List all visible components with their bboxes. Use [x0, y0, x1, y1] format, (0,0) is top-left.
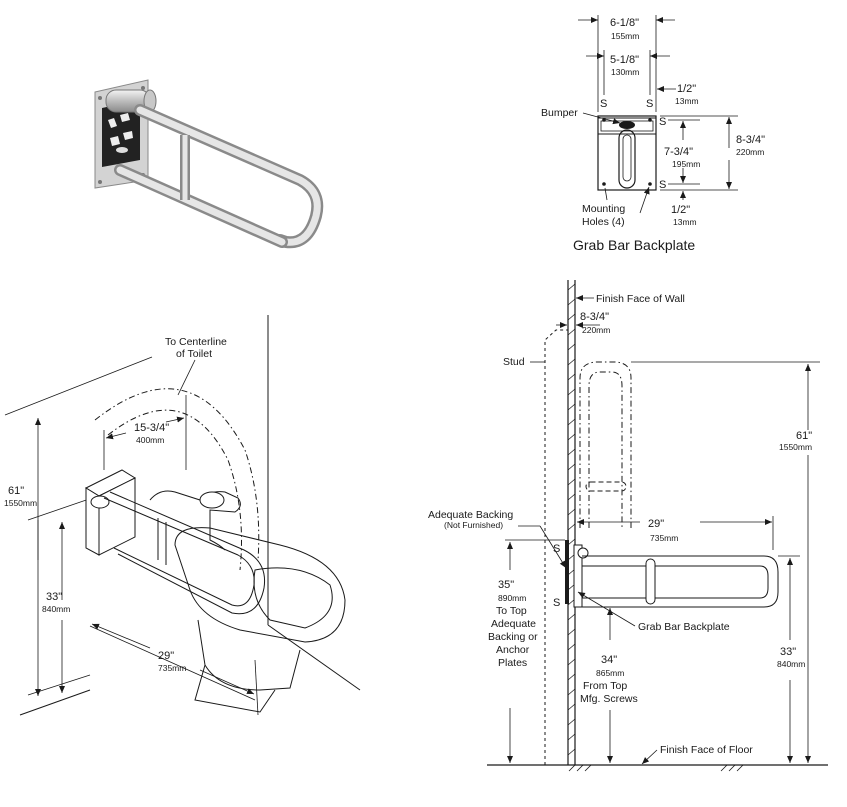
dim-edge-top-mm: 13mm	[675, 96, 699, 106]
dim-length-29-mm: 735mm	[650, 533, 678, 543]
perspective-view: 61" 1550mm 33" 840mm To Centerline of To…	[4, 315, 361, 716]
wall-hatch	[567, 283, 576, 756]
side-elevation: Stud Finish Face of Wall Finish Face of …	[428, 280, 828, 772]
backing-note-4: Anchor	[496, 644, 530, 656]
backing-label: Adequate Backing	[428, 509, 513, 521]
bar-slot-outline	[618, 129, 636, 189]
mounting-holes-label-1: Mounting	[582, 203, 625, 215]
dim-up-height: 61"	[796, 430, 812, 442]
dim-plate-height: 8-3/4"	[736, 134, 765, 146]
backing-sublabel: (Not Furnished)	[444, 520, 503, 530]
dim-holes-width-mm: 130mm	[611, 67, 639, 77]
dim-offset-mm: 400mm	[136, 435, 164, 445]
dim-bar-height-33-mm: 840mm	[42, 604, 70, 614]
dim-backing-top: 35"	[498, 579, 514, 591]
bumper-shape	[619, 121, 635, 129]
dim-bar-height-33: 33"	[780, 646, 796, 658]
dim-holes-width: 5-1/8"	[610, 54, 639, 66]
s-marker: S	[600, 98, 607, 110]
screws-note-1: From Top	[583, 680, 627, 692]
dim-holes-height: 7-3/4"	[664, 146, 693, 158]
dim-length-29-mm: 735mm	[158, 663, 186, 673]
dim-edge-top: 1/2"	[677, 83, 696, 95]
dim-plate-height-mm: 220mm	[736, 147, 764, 157]
s-marker: S	[553, 597, 560, 609]
mounting-hole	[648, 118, 652, 122]
backplate-detail: 6-1/8" 155mm 5-1/8" 130mm 1/2" 13mm S S …	[541, 15, 765, 253]
toilet-drawing	[149, 490, 346, 713]
dim-height-61-mm: 1550mm	[4, 498, 37, 508]
dim-screws: 34"	[601, 654, 617, 666]
grab-bar-inner	[582, 565, 769, 599]
flush-valve	[149, 490, 241, 551]
backing-note-2: Adequate	[491, 618, 536, 630]
dim-overall-width: 6-1/8"	[610, 17, 639, 29]
dim-edge-bottom: 1/2"	[671, 204, 690, 216]
wall-label: Finish Face of Wall	[596, 293, 685, 305]
dim-overall-width-mm: 155mm	[611, 31, 639, 41]
s-marker: S	[646, 98, 653, 110]
dim-depth: 8-3/4"	[580, 311, 609, 323]
photo-plate-label	[102, 100, 140, 167]
backplate-label: Grab Bar Backplate	[638, 621, 730, 633]
dim-up-height-mm: 1550mm	[779, 442, 812, 452]
dim-height-61: 61"	[8, 485, 24, 497]
dim-bar-height-33-mm: 840mm	[777, 659, 805, 669]
screws-note-2: Mfg. Screws	[580, 693, 638, 705]
floor-label: Finish Face of Floor	[660, 744, 753, 756]
s-marker: S	[659, 179, 666, 191]
dim-holes-height-mm: 195mm	[672, 159, 700, 169]
s-marker: S	[659, 116, 666, 128]
raised-bar-inner	[588, 371, 623, 528]
mounting-holes-label-2: Holes (4)	[582, 216, 625, 228]
dim-length-29: 29"	[158, 650, 174, 662]
centerline-label-2: of Toilet	[176, 348, 212, 360]
swing-arc	[94, 388, 260, 561]
product-photo	[94, 79, 324, 249]
backplate-outline	[597, 115, 657, 191]
bumper-label: Bumper	[541, 107, 578, 119]
dim-edge-bottom-mm: 13mm	[673, 217, 697, 227]
dim-depth-mm: 220mm	[582, 325, 610, 335]
backing-note-3: Backing or	[488, 631, 538, 643]
raised-bar-outer	[579, 361, 632, 528]
mounting-hole	[648, 182, 652, 186]
dim-bar-height-33: 33"	[46, 591, 62, 603]
stud-outline	[544, 329, 568, 765]
centerline-label-1: To Centerline	[165, 336, 227, 348]
stud-label: Stud	[503, 356, 525, 368]
backplate-caption: Grab Bar Backplate	[573, 237, 695, 253]
dim-backing-top-mm: 890mm	[498, 593, 526, 603]
elevation-backplate	[573, 544, 583, 608]
dim-length-29: 29"	[648, 518, 664, 530]
backing-note-1: To Top	[496, 605, 527, 617]
backing-note-5: Plates	[498, 657, 527, 669]
dim-screws-mm: 865mm	[596, 668, 624, 678]
mounting-hole	[602, 182, 606, 186]
grab-bar-outer	[582, 555, 779, 608]
s-marker: S	[553, 543, 560, 555]
dim-offset: 15-3/4"	[134, 422, 169, 434]
backing-block	[565, 540, 569, 604]
